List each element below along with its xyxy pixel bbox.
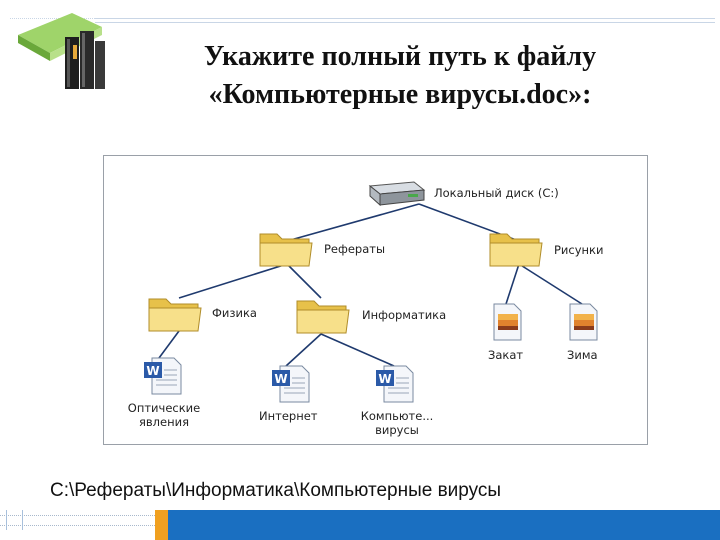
hard-drive-icon[interactable] [364,178,426,208]
folder-icon[interactable] [487,226,545,270]
footer-accent-orange [155,510,168,540]
connector-risunki-zima [518,263,583,305]
footer-dotted-line [0,515,155,516]
footer-tick [6,510,7,530]
svg-text:W: W [146,364,159,378]
answer-path: C:\Рефераты\Информатика\Компьютерные вир… [50,480,502,501]
svg-text:W: W [274,372,287,386]
footer-accent-bar [168,510,720,540]
folder-tree-diagram: Локальный диск (C:) Рефераты Рисунки Физ… [103,155,648,445]
connector-informatika-internet [285,333,322,367]
connector-risunki-zakat [505,263,520,305]
connector-root-referaty [286,203,420,242]
folder-informatika-label: Информатика [362,308,447,322]
books-logo-icon [18,13,105,89]
slide-title: Укажите полный путь к файлу «Компьютерны… [100,38,700,114]
title-line-2: «Компьютерные вирусы.doc»: [208,79,592,110]
folder-icon[interactable] [146,291,204,335]
folder-risunki-label: Рисунки [554,243,604,257]
image-file-icon[interactable] [566,302,600,342]
file-opticheskie-label: Оптические явления [127,401,201,429]
svg-text:W: W [378,372,391,386]
footer-dotted-line [0,525,155,526]
word-doc-icon[interactable]: W [270,364,312,404]
root-label: Локальный диск (C:) [434,186,559,200]
folder-icon[interactable] [294,293,352,337]
word-doc-icon[interactable]: W [142,356,184,396]
title-line-1: Укажите полный путь к файлу [203,41,597,72]
file-internet-label: Интернет [259,409,318,423]
footer-tick [22,510,23,530]
connector-informatika-kompyutern [320,333,395,367]
file-kompyutern-label: Компьюте... вирусы [360,409,434,437]
header-dotted-line [10,18,95,19]
file-zakat-label: Закат [488,348,524,362]
header-rule [95,18,715,23]
file-zima-label: Зима [567,348,598,362]
word-doc-icon[interactable]: W [374,364,416,404]
connector-fizika-opticheskie [158,330,180,359]
image-file-icon[interactable] [490,302,524,342]
folder-referaty-label: Рефераты [324,242,386,256]
connector-referaty-informatika [286,263,322,299]
folder-fizika-label: Физика [212,306,257,320]
folder-icon[interactable] [257,226,315,270]
connector-referaty-fizika [178,263,288,299]
